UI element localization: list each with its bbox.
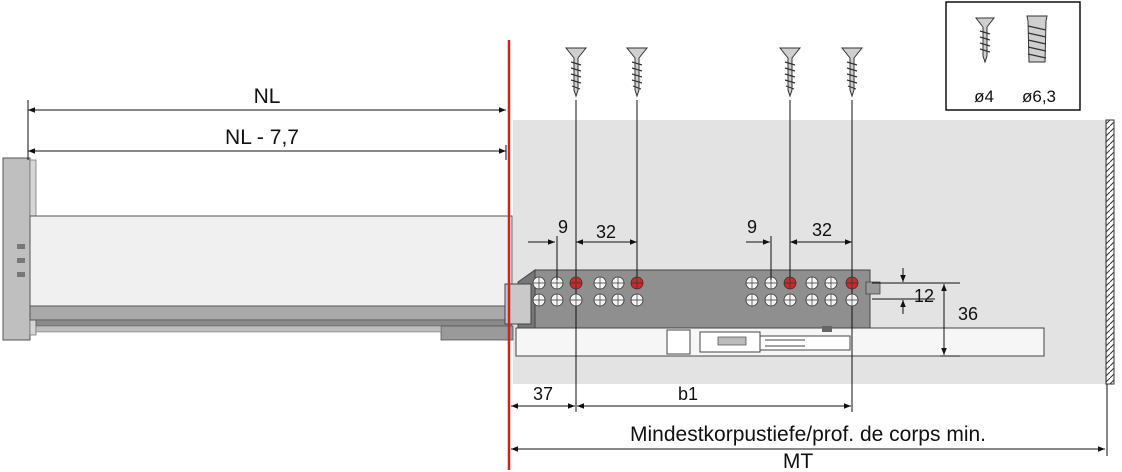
screw-icon-2 — [625, 47, 649, 98]
hole-crosshair — [631, 277, 643, 289]
drawer-bottom — [29, 305, 513, 321]
dim-min-depth-label: Mindestkorpustiefe/prof. de corps min. — [630, 423, 986, 446]
hole-crosshair — [765, 294, 777, 306]
dim-37: 37 — [533, 384, 553, 404]
hole-crosshair — [570, 294, 582, 306]
hole-crosshair — [746, 294, 758, 306]
hole-crosshair — [551, 294, 563, 306]
screw-icon-3 — [778, 47, 802, 98]
screw-icon-1 — [564, 47, 588, 98]
dim-36: 36 — [958, 304, 978, 324]
dim-12: 12 — [914, 286, 934, 306]
runner-body — [534, 269, 871, 329]
dim-nl-minus-label: NL - 7,7 — [225, 126, 299, 149]
hole-crosshair — [631, 294, 643, 306]
large-screw-icon — [1026, 15, 1048, 63]
back-wall — [1105, 119, 1115, 385]
hole-crosshair — [784, 277, 796, 289]
screw-axes — [575, 100, 853, 412]
large-screw-label: ø6,3 — [1022, 87, 1056, 106]
screw-legend-box — [945, 1, 1081, 111]
hole-crosshair — [784, 294, 796, 306]
screw-icon-4 — [840, 47, 864, 98]
small-screw-label: ø4 — [974, 87, 994, 106]
hole-crosshair — [594, 277, 606, 289]
drawer-side — [29, 215, 513, 307]
hole-crosshair — [533, 294, 545, 306]
mounting-holes — [532, 276, 859, 307]
dim-nl-label: NL — [254, 85, 281, 108]
hole-crosshair — [825, 277, 837, 289]
drawer-front — [2, 157, 31, 341]
hole-crosshair — [806, 294, 818, 306]
dim-b1: b1 — [678, 384, 698, 404]
hole-crosshair — [594, 294, 606, 306]
hole-crosshair — [612, 294, 624, 306]
dim-9-right: 9 — [747, 217, 757, 237]
dim-32-right: 32 — [812, 220, 832, 240]
hole-crosshair — [612, 277, 624, 289]
hole-crosshair — [746, 277, 758, 289]
small-screw-icon — [974, 17, 996, 64]
hole-crosshair — [846, 277, 858, 289]
hole-crosshair — [825, 294, 837, 306]
dim-32-left: 32 — [596, 222, 616, 242]
dim-mt-label: MT — [783, 450, 813, 472]
hole-crosshair — [806, 277, 818, 289]
runner-mechanism — [666, 329, 851, 355]
hole-crosshair — [533, 277, 545, 289]
hole-crosshair — [846, 294, 858, 306]
hole-crosshair — [570, 277, 582, 289]
dim-9-left: 9 — [558, 217, 568, 237]
